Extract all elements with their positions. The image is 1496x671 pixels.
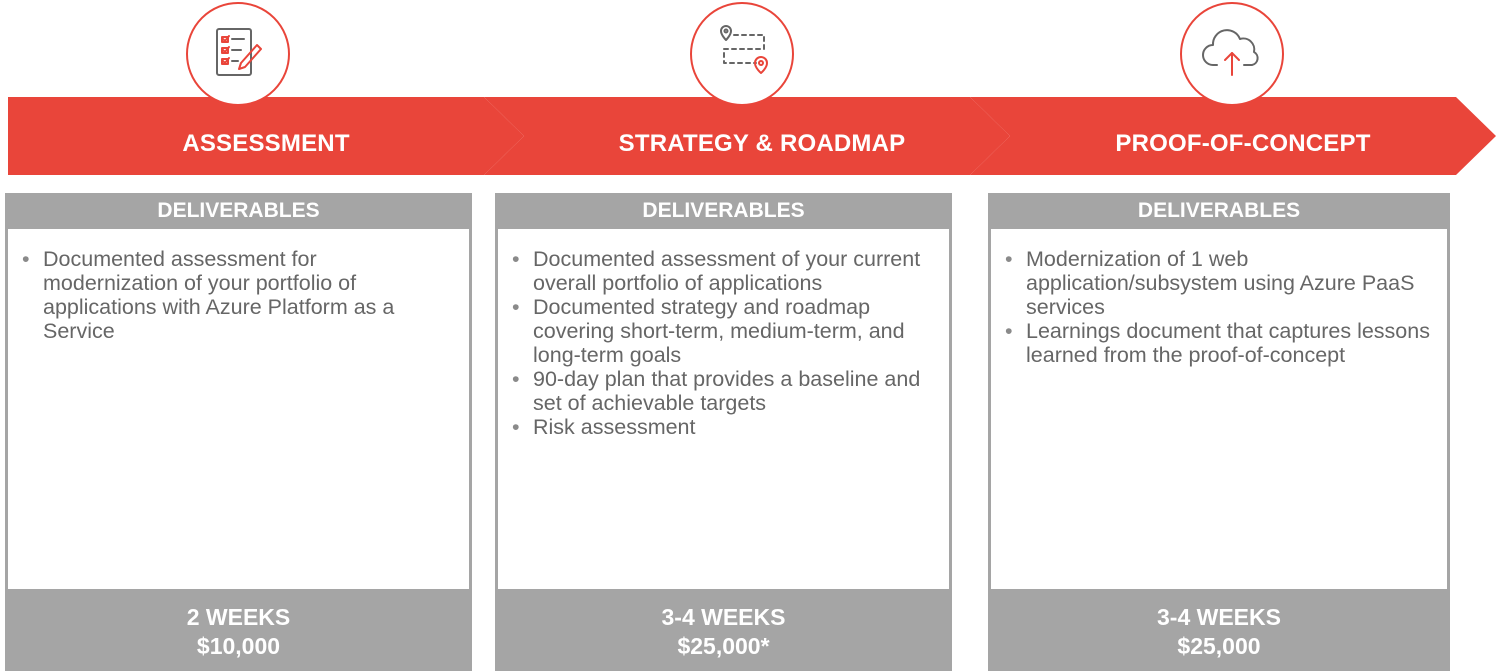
- deliverables-header: DELIVERABLES: [1137, 199, 1301, 222]
- duration: 2 WEEKS: [186, 604, 291, 630]
- deliverables-column-strategy-roadmap: DELIVERABLES •Documented assessment of y…: [495, 193, 952, 671]
- route-map-icon: [690, 2, 794, 106]
- deliverable-item: •Risk assessment: [512, 415, 696, 439]
- deliverable-item: •90-day plan that provides a baseline an…: [512, 367, 921, 415]
- deliverables-list: •Documented assessment for modernization…: [8, 229, 469, 343]
- duration: 3-4 WEEKS: [1157, 604, 1281, 630]
- deliverables-list: •Modernization of 1 web application/subs…: [991, 229, 1447, 367]
- phase-arrow-strategy-roadmap: STRATEGY & ROADMAP: [484, 97, 1010, 175]
- price: $10,000: [196, 633, 281, 659]
- deliverables-column-assessment: DELIVERABLES •Documented assessment for …: [5, 193, 472, 671]
- deliverable-item: •Modernization of 1 web application/subs…: [1005, 247, 1415, 319]
- deliverables-header: DELIVERABLES: [642, 199, 805, 222]
- price: $25,000: [1177, 633, 1261, 659]
- deliverable-item: •Documented strategy and roadmap coverin…: [512, 295, 905, 367]
- duration-price: 3-4 WEEKS $25,000: [988, 589, 1450, 671]
- phase-title: PROOF-OF-CONCEPT: [1115, 130, 1371, 157]
- deliverables-list-panel: •Modernization of 1 web application/subs…: [991, 229, 1447, 589]
- duration-price: 3-4 WEEKS $25,000*: [495, 589, 952, 671]
- duration-price: 2 WEEKS $10,000: [5, 589, 472, 671]
- deliverables-list-panel: •Documented assessment of your current o…: [498, 229, 949, 589]
- price: $25,000*: [677, 633, 770, 659]
- checklist-icon: [186, 2, 290, 106]
- duration: 3-4 WEEKS: [661, 604, 786, 630]
- phase-title: ASSESSMENT: [182, 130, 350, 157]
- phase-arrow-proof-of-concept: PROOF-OF-CONCEPT: [970, 97, 1496, 175]
- deliverables-header: DELIVERABLES: [157, 199, 320, 222]
- deliverables-column-proof-of-concept: DELIVERABLES •Modernization of 1 web app…: [988, 193, 1450, 671]
- deliverables-list-panel: •Documented assessment for modernization…: [8, 229, 469, 589]
- deliverable-item: •Documented assessment of your current o…: [512, 247, 921, 295]
- phase-title: STRATEGY & ROADMAP: [618, 130, 906, 157]
- deliverable-item: •Learnings document that captures lesson…: [1005, 319, 1430, 367]
- phase-arrow-assessment: ASSESSMENT: [8, 97, 524, 175]
- deliverables-list: •Documented assessment of your current o…: [498, 229, 949, 439]
- deliverable-item: •Documented assessment for modernization…: [22, 247, 395, 343]
- cloud-upload-icon: [1180, 2, 1284, 106]
